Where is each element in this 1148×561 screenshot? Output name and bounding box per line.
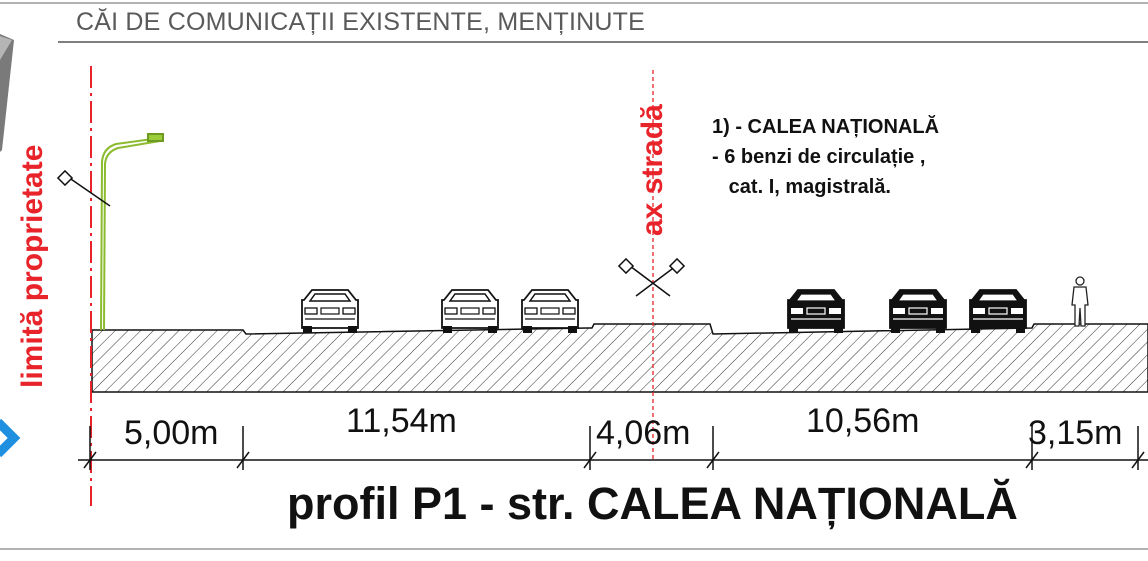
dimension-label: 4,06m (596, 414, 691, 452)
car-white-icon (301, 289, 359, 333)
traffic-sign-axis-icon (617, 257, 686, 297)
pedestrian-icon (1071, 276, 1089, 327)
car-black-icon (969, 289, 1027, 333)
dimension-ticks (83, 426, 1145, 470)
traffic-sign-left-icon (56, 169, 111, 207)
grey-corner-shape (0, 34, 14, 152)
car-white-icon (521, 289, 579, 333)
street-axis-label: ax stradă (636, 104, 669, 236)
car-white-icon (441, 289, 499, 333)
grey-corner-fold (0, 36, 12, 60)
note-line-3: cat. I, magistrală. (712, 176, 891, 198)
dimension-label: 5,00m (124, 414, 219, 452)
profile-title: profil P1 - str. CALEA NAȚIONALĂ (287, 478, 1018, 529)
dimension-label: 3,15m (1028, 414, 1123, 452)
property-limit-label: limită proprietate (16, 144, 49, 388)
dimension-label: 11,54m (346, 402, 457, 440)
note-line-1: 1) - CALEA NAȚIONALĂ (712, 116, 940, 138)
road-cross-section (91, 323, 1148, 393)
car-black-icon (787, 289, 845, 333)
road-description-note: 1) - CALEA NAȚIONALĂ - 6 benzi de circul… (712, 112, 939, 202)
chevron-right-icon (0, 418, 21, 458)
car-black-icon (889, 289, 947, 333)
street-lamp-icon (100, 133, 164, 331)
section-header: CĂI DE COMUNICAȚII EXISTENTE, MENȚINUTE (76, 8, 645, 36)
note-line-2: - 6 benzi de circulație , (712, 146, 926, 168)
dimension-label: 10,56m (806, 402, 920, 440)
